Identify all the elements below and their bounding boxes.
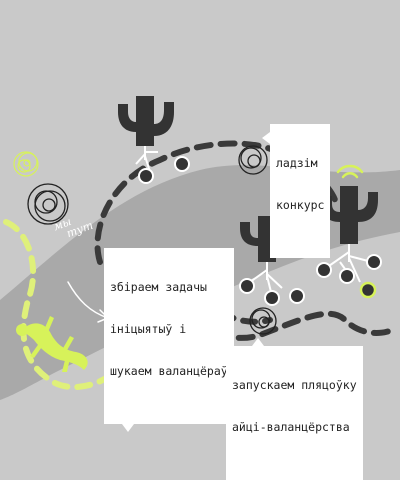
callout-collect-tasks: збіраем задачы ініцыятыў і шукаем валанц… bbox=[104, 248, 234, 432]
scribble-icon-dark-mid bbox=[238, 145, 268, 175]
callout-tail bbox=[262, 132, 270, 144]
callout-collect-line-3: шукаем валанцёраў bbox=[110, 364, 228, 378]
scribble-icon-dark-low bbox=[249, 307, 277, 335]
callout-collect-line-2: ініцыятыў і bbox=[110, 322, 187, 336]
diagram-canvas: ладзім конкурс збіраем задачы ініцыятыў … bbox=[0, 96, 400, 480]
scribble-icon-green-top bbox=[13, 151, 39, 177]
callout-tail bbox=[252, 338, 264, 346]
callout-launch-line-2: айці-валанцёрства bbox=[232, 420, 350, 434]
path-dashes-top bbox=[94, 140, 338, 265]
scribble-icon-dark-left bbox=[27, 183, 69, 225]
wifi-icon bbox=[336, 164, 364, 179]
trail-dashes bbox=[3, 219, 128, 391]
callout-launch-line-1: запускаем пляцоўку bbox=[232, 378, 357, 392]
callout-tail bbox=[122, 424, 134, 432]
cactus-icon-right bbox=[316, 186, 382, 299]
callout-launch-platform: запускаем пляцоўку айці-валанцёрства bbox=[226, 338, 363, 480]
callout-contest-line-2: конкурс bbox=[276, 198, 325, 212]
cactus-icon-top bbox=[118, 96, 190, 184]
callout-collect-line-1: збіраем задачы bbox=[110, 280, 207, 294]
lizard-icon bbox=[16, 316, 88, 372]
callout-contest-line-1: ладзім bbox=[276, 156, 318, 170]
callout-contest: ладзім конкурс bbox=[262, 124, 331, 258]
